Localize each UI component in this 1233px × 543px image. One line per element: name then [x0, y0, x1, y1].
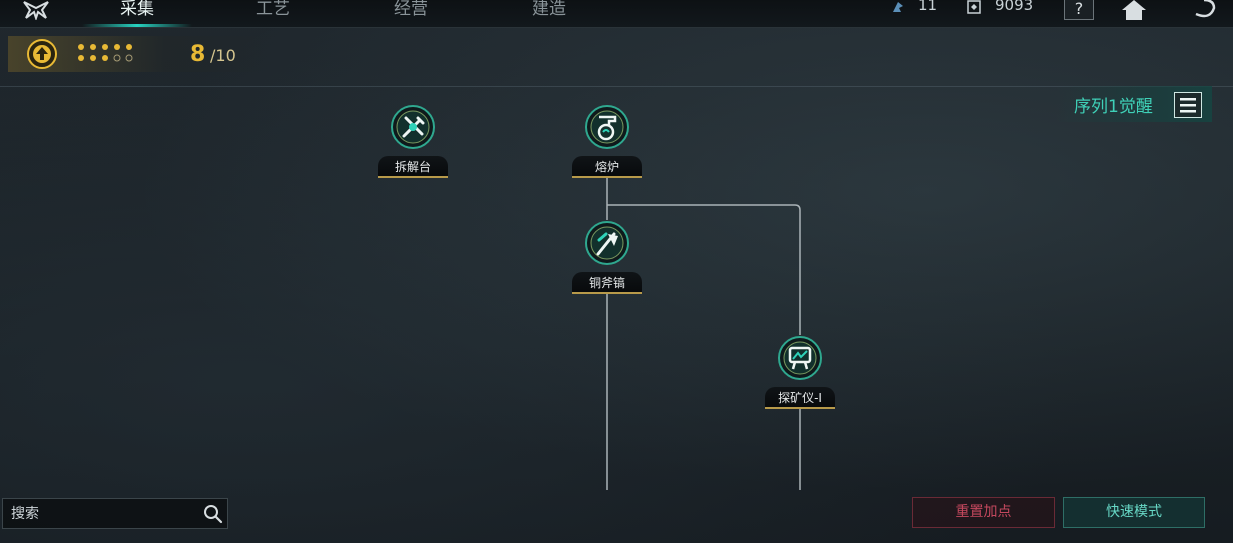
- tab-build[interactable]: 建造: [532, 0, 566, 19]
- top-bar: 采集 工艺 经营 建造 11 9093 ?: [0, 0, 1233, 28]
- currency-count: 9093: [995, 0, 1034, 14]
- level-total: /10: [210, 46, 236, 65]
- furnace-icon: [585, 105, 629, 149]
- help-button[interactable]: ?: [1064, 0, 1094, 20]
- node-label: 拆解台: [378, 156, 448, 178]
- skill-node-copper-axe[interactable]: 铜斧镐: [572, 220, 642, 300]
- axe-pick-icon: [585, 221, 629, 265]
- wrench-gear-icon: [391, 105, 435, 149]
- skill-node-detector[interactable]: 探矿仪-I: [765, 335, 835, 415]
- detector-icon: [778, 336, 822, 380]
- gem-icon: [893, 2, 903, 12]
- level-dots: [78, 44, 133, 62]
- node-label: 铜斧镐: [572, 272, 642, 294]
- tab-craft[interactable]: 工艺: [256, 0, 290, 19]
- search-box: [2, 498, 228, 529]
- active-tab-indicator: [82, 24, 192, 27]
- quick-mode-button[interactable]: 快速模式: [1063, 497, 1205, 528]
- tab-business[interactable]: 经营: [394, 0, 428, 19]
- node-label: 熔炉: [572, 156, 642, 178]
- search-icon[interactable]: [203, 504, 223, 524]
- tab-gather[interactable]: 采集: [120, 0, 154, 19]
- menu-button[interactable]: [1174, 92, 1202, 118]
- back-icon[interactable]: [1190, 0, 1220, 20]
- currency-icon: [967, 0, 981, 14]
- search-input[interactable]: [11, 503, 191, 525]
- skill-node-furnace[interactable]: 熔炉: [572, 104, 642, 184]
- skill-node-disassembly[interactable]: 拆解台: [378, 104, 448, 184]
- node-label: 探矿仪-I: [765, 387, 835, 409]
- gem-count: 11: [918, 0, 938, 14]
- panel-divider: [0, 86, 1233, 87]
- level-current: 8: [190, 42, 206, 67]
- menu-icon: [1180, 98, 1196, 113]
- home-icon[interactable]: [1118, 0, 1150, 20]
- sequence-label[interactable]: 序列1觉醒: [1074, 97, 1153, 117]
- logo-icon: [23, 1, 49, 20]
- level-up-icon: [27, 39, 57, 69]
- reset-points-button[interactable]: 重置加点: [912, 497, 1055, 528]
